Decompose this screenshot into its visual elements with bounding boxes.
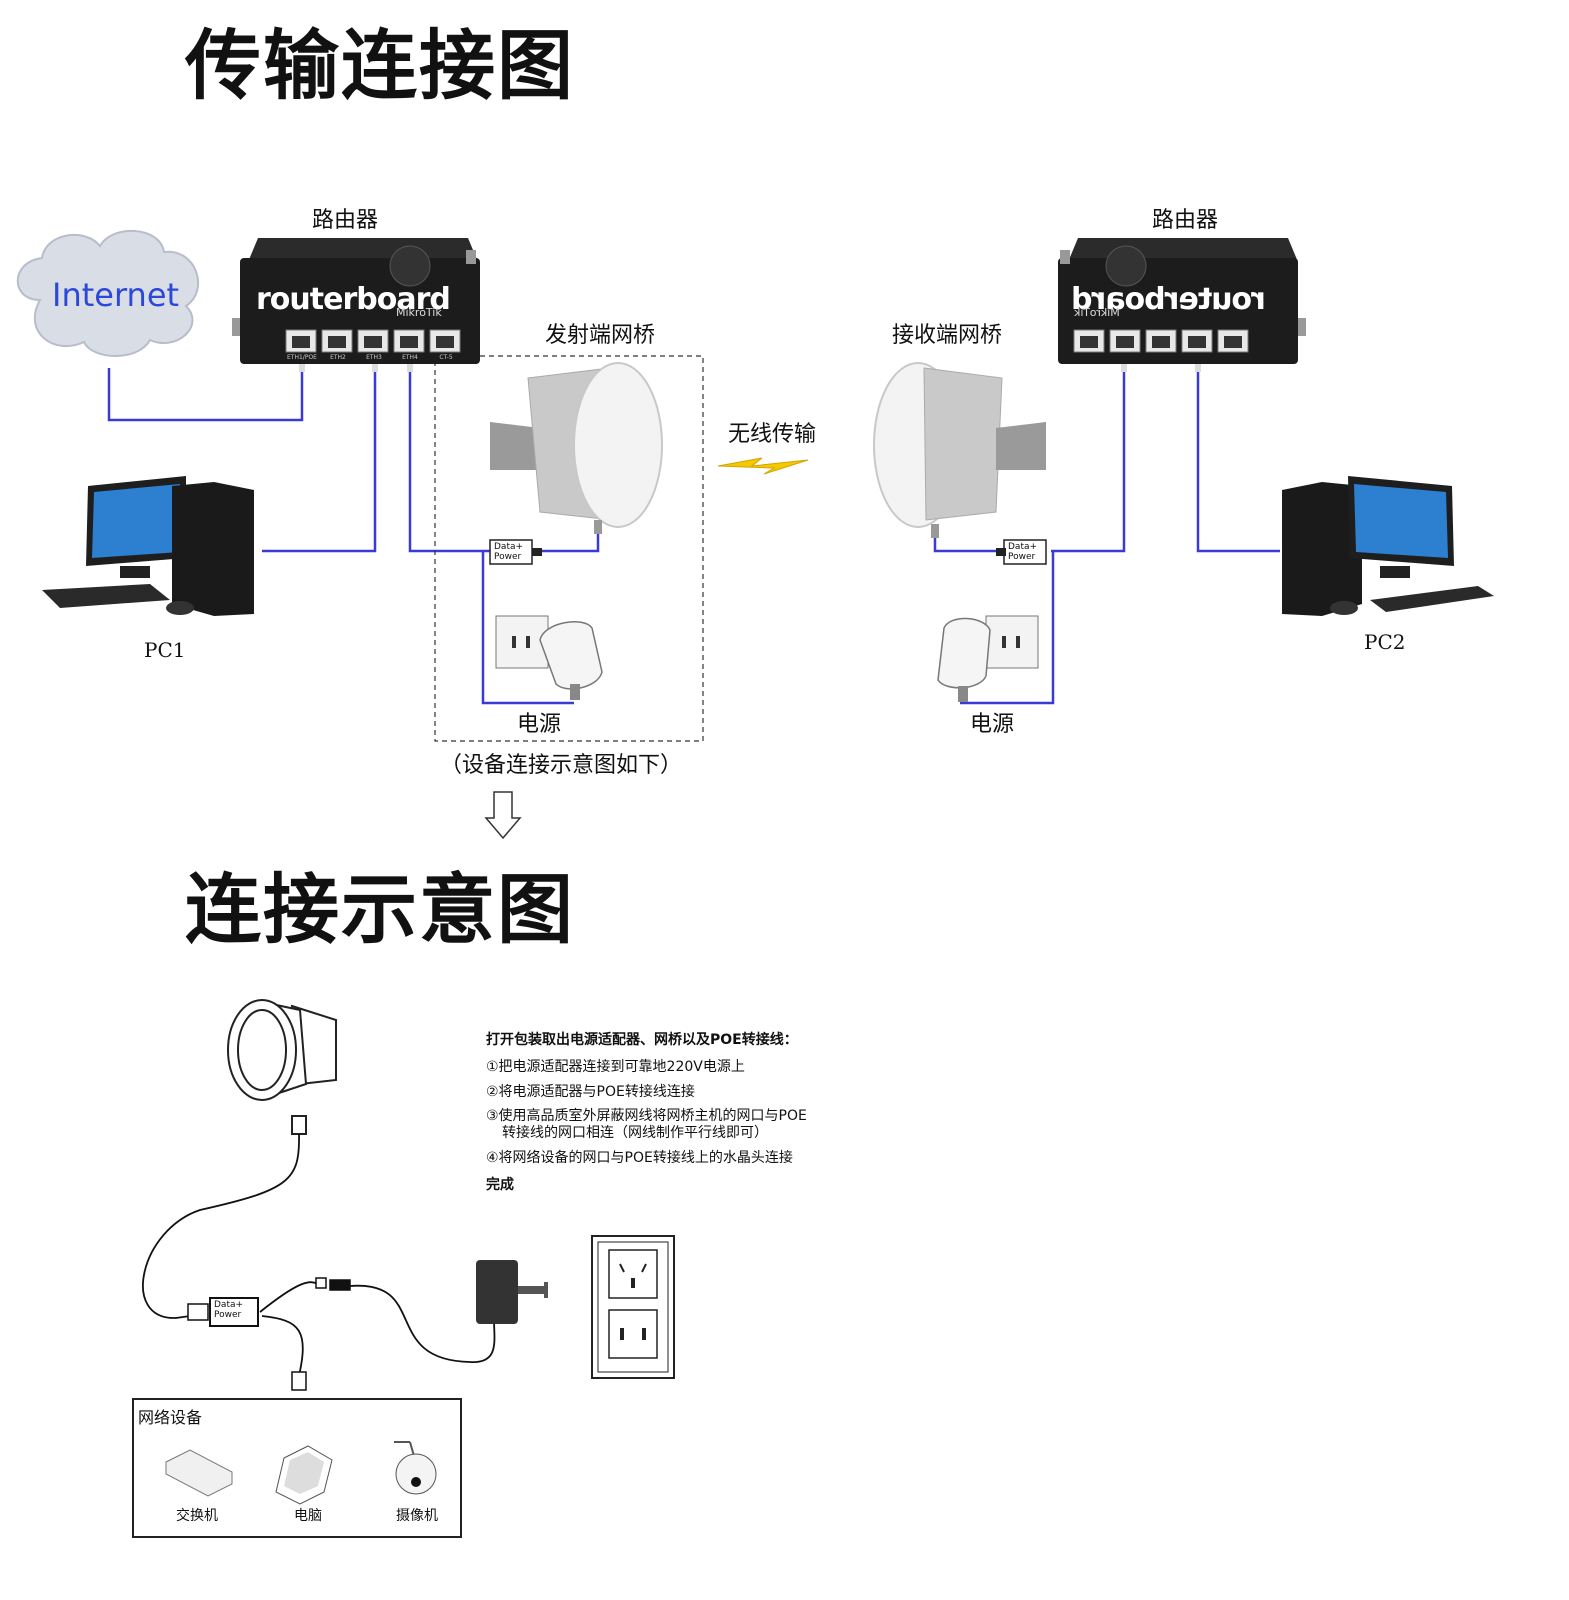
poe-left-line1: Data+ [494, 542, 524, 552]
power-right [937, 615, 1039, 702]
router-right-sub: MikroTik [1074, 306, 1120, 319]
computer-label: 电脑 [294, 1508, 322, 1524]
power-left [495, 615, 603, 700]
adapter-icon [476, 1260, 548, 1324]
router-left-label: 路由器 [312, 208, 379, 233]
port-label: CT-5 [439, 354, 453, 361]
cables [107, 368, 1280, 705]
title-transmission: 传输连接图 [185, 21, 575, 110]
port-label: ETH1/POE [287, 354, 317, 361]
cable-power-right [960, 551, 1055, 705]
transmission-diagram [16, 230, 1494, 840]
wireless-label: 无线传输 [728, 422, 817, 447]
poe-left-text: Data+ Power [494, 542, 523, 562]
instructions: 打开包装取出电源适配器、网桥以及POE转接线： ①把电源适配器连接到可靠地220… [486, 1032, 807, 1194]
step-3a: ③使用高品质室外屏蔽网线将网桥主机的网口与POE [486, 1108, 807, 1125]
network-devices-icons [165, 1441, 437, 1505]
poe-left-line2: Power [494, 552, 522, 562]
cable-bridge-poe-right [933, 536, 1003, 553]
port-label: ETH4 [402, 354, 418, 361]
connection-diagram [142, 999, 675, 1391]
poe-right-text: Data+ Power [1008, 542, 1037, 562]
bottom-poe-text: Data+ Power [214, 1300, 243, 1320]
bottom-poe-line2: Power [214, 1310, 242, 1320]
poe-right-line1: Data+ [1008, 542, 1038, 552]
step-2: ②将电源适配器与POE转接线连接 [486, 1083, 695, 1100]
network-devices-box: 网络设备 交换机 电脑 摄像机 [132, 1398, 462, 1538]
port-label: ETH3 [366, 354, 382, 361]
step-1: ①把电源适配器连接到可靠地220V电源上 [486, 1058, 745, 1075]
instructions-heading: 打开包装取出电源适配器、网桥以及POE转接线： [486, 1032, 798, 1048]
dashed-box [434, 355, 704, 742]
bridge-left-label: 发射端网桥 [545, 323, 656, 348]
bottom-connectors [187, 1277, 351, 1391]
pc2-computer [1282, 476, 1494, 616]
cable-power-left [481, 551, 574, 705]
step-4: ④将网络设备的网口与POE转接线上的水晶头连接 [486, 1149, 793, 1166]
bridge-right [873, 362, 1046, 538]
power-right-label: 电源 [970, 712, 1015, 737]
device-caption: （设备连接示意图如下） [440, 753, 683, 778]
internet-label: Internet [52, 276, 180, 314]
router-left-sub: MikroTik [396, 306, 442, 319]
down-arrow-icon [484, 791, 522, 840]
bottom-poe [209, 1297, 259, 1327]
bridge-left [490, 362, 663, 534]
bottom-cables [142, 1133, 496, 1381]
bridge-outline-icon [227, 999, 337, 1135]
switch-label: 交换机 [176, 1508, 218, 1524]
router-left-brand: routerboard [256, 282, 451, 317]
pc1-computer [42, 476, 254, 616]
power-left-label: 电源 [517, 712, 562, 737]
router-left-port-labels: ETH1/POE ETH2 ETH3 ETH4 CT-5 [284, 354, 464, 361]
port-label: ETH2 [330, 354, 346, 361]
cable-pc2 [1196, 370, 1280, 553]
poe-right [996, 539, 1047, 565]
pc2-label: PC2 [1364, 630, 1406, 654]
bridge-right-label: 接收端网桥 [892, 323, 1003, 348]
poe-right-line2: Power [1008, 552, 1036, 562]
network-devices-title: 网络设备 [138, 1408, 203, 1427]
step-3b: 转接线的网口相连（网线制作平行线即可） [502, 1125, 768, 1142]
router-left [232, 238, 480, 372]
cable-pc1 [262, 370, 377, 553]
switch-icon [165, 1449, 233, 1497]
wireless-bolt-icon [717, 457, 809, 475]
camera-label: 摄像机 [396, 1508, 438, 1524]
outlet-icon [591, 1235, 675, 1379]
internet-cloud [16, 230, 200, 357]
pc1-label: PC1 [144, 638, 186, 662]
cable-poe-bridge-left [540, 528, 600, 553]
step-done: 完成 [486, 1176, 514, 1193]
router-right [1058, 238, 1306, 372]
cable-poe-router-right [1051, 370, 1126, 553]
router-right-label: 路由器 [1152, 208, 1219, 233]
title-connection: 连接示意图 [185, 865, 575, 954]
bottom-poe-line1: Data+ [214, 1300, 244, 1310]
cable-internet [107, 368, 304, 422]
poe-left [489, 539, 542, 565]
cable-eth4-poe [408, 370, 492, 553]
